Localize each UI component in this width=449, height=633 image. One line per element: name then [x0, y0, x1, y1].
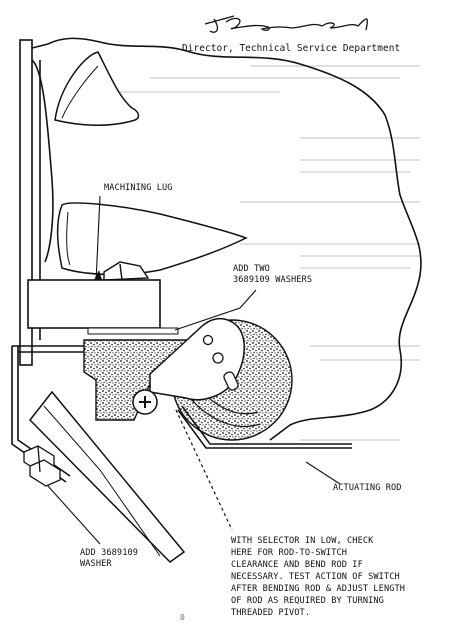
label-line: ADD TWO: [233, 264, 270, 274]
show-through-text: [120, 65, 420, 441]
label-add-two-washers: ADD TWO 3689109 WASHERS: [233, 264, 312, 286]
bolt-with-washer: [23, 445, 61, 487]
figure-number: 0: [180, 613, 185, 622]
note-line: HERE FOR ROD-TO-SWITCH: [231, 548, 348, 558]
label-add-washer: ADD 3689109 WASHER: [80, 548, 138, 570]
leader-add-washer: [47, 485, 101, 545]
label-actuating-rod: ACTUATING ROD: [333, 483, 402, 493]
note-line: OF ROD AS REQUIRED BY TURNING: [231, 596, 384, 606]
leader-arrowhead: [94, 270, 102, 280]
actuating-rod: [177, 405, 352, 449]
clearance-note: WITH SELECTOR IN LOW, CHECK HERE FOR ROD…: [231, 535, 405, 619]
machining-lug: [56, 202, 248, 276]
note-line: CLEARANCE AND BEND ROD IF: [231, 560, 363, 570]
upper-casting: [54, 51, 140, 126]
cutaway-outline: [47, 37, 422, 441]
label-line: ADD 3689109: [80, 548, 139, 558]
leader-actuating-rod: [305, 461, 341, 485]
note-line: NECESSARY. TEST ACTION OF SWITCH: [231, 572, 400, 582]
label-machining-lug: MACHINING LUG: [104, 183, 173, 193]
bracket-strap: [11, 345, 84, 483]
check-clearance-line: [175, 409, 233, 531]
note-line: THREADED PIVOT.: [231, 608, 311, 618]
lever-slot: [223, 371, 239, 391]
actuating-lever: [149, 317, 245, 401]
leader-machining-lug: [95, 195, 101, 283]
leader-add-two: [174, 289, 257, 331]
signature-title: Director, Technical Service Department: [182, 43, 401, 54]
mounting-block: [27, 279, 161, 329]
note-line: WITH SELECTOR IN LOW, CHECK: [231, 536, 374, 546]
lever-hole-top: [202, 334, 214, 346]
phillips-screw: [132, 389, 158, 415]
label-line: 3689109 WASHERS: [233, 275, 313, 285]
lever-hole-mid: [212, 352, 224, 364]
director-signature: [204, 15, 368, 33]
hex-nut: [103, 261, 150, 281]
label-line: WASHER: [80, 559, 112, 569]
note-line: AFTER BENDING ROD & ADJUST LENGTH: [231, 584, 406, 594]
